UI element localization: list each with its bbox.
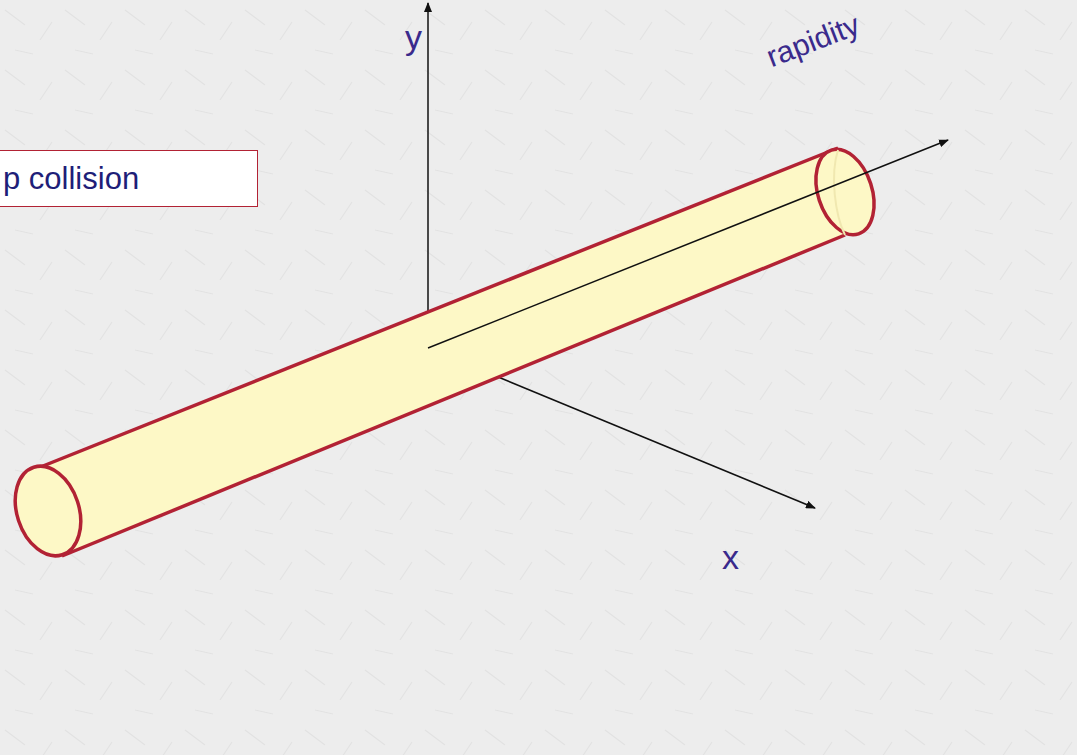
tube-end xyxy=(4,458,91,565)
axis-label: x xyxy=(722,538,739,577)
axis-label: y xyxy=(405,18,422,57)
y-axis xyxy=(427,3,429,348)
title-box: p collision xyxy=(0,150,258,207)
tube-body xyxy=(38,148,845,556)
rapidity-axis xyxy=(428,140,948,348)
box-text: p collision xyxy=(3,161,139,197)
tube-end-seam xyxy=(834,150,845,235)
tube-edge xyxy=(62,235,845,556)
